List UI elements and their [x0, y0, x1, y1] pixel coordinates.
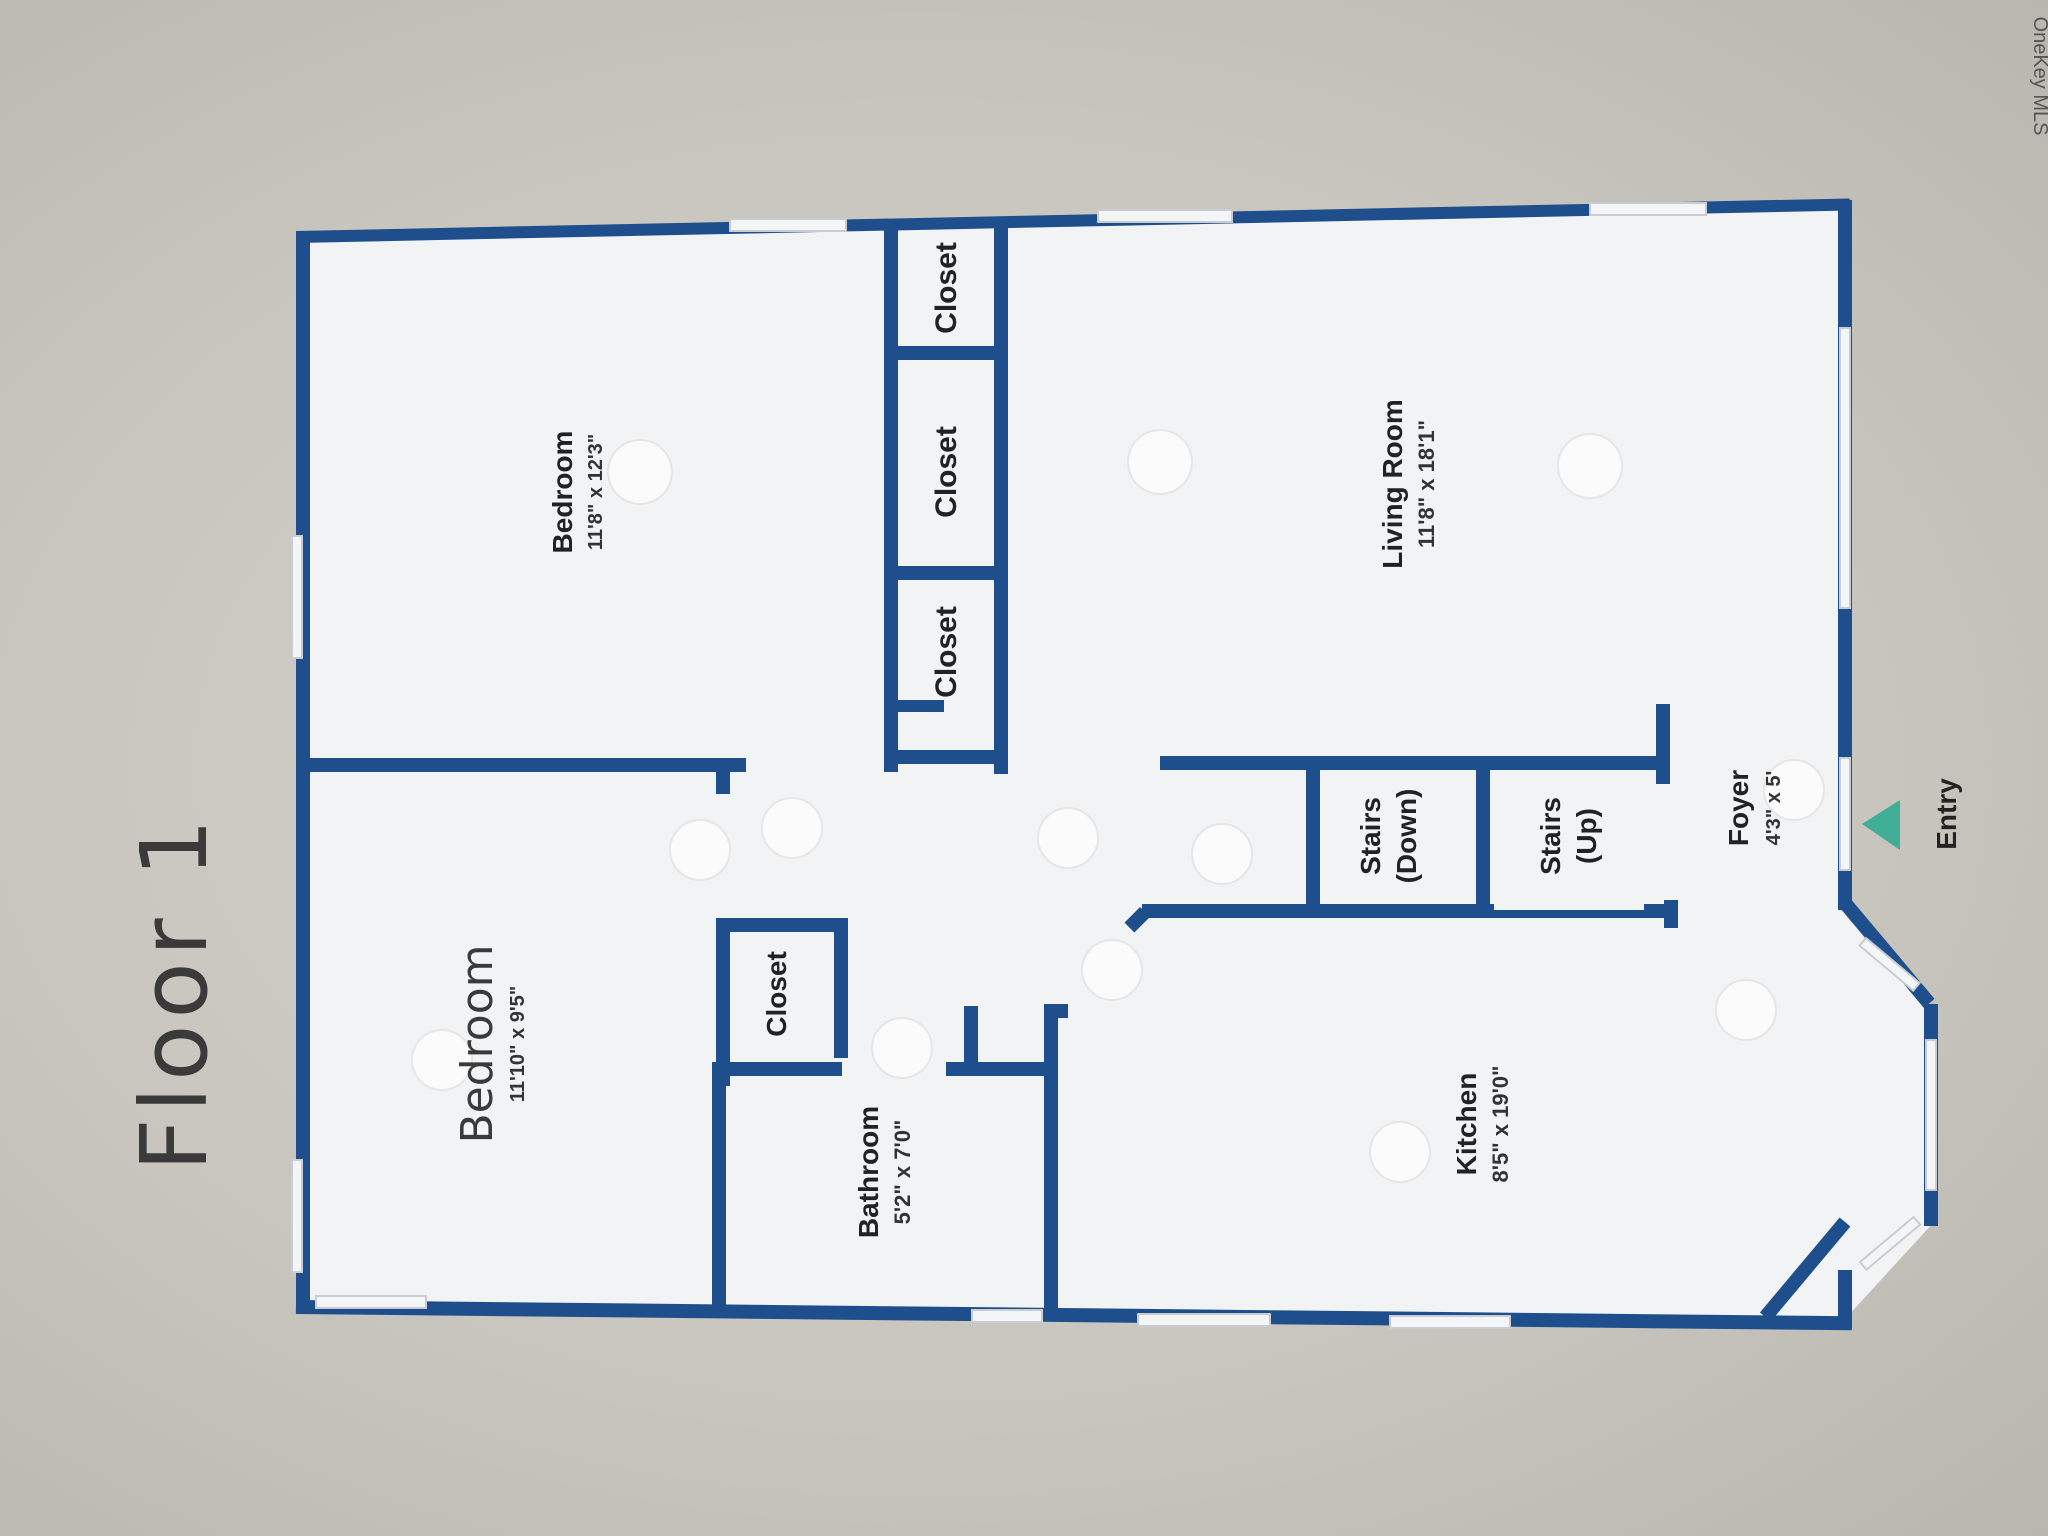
room-labels: Bedroom 11'8" x 12'3" Living Room 11'8" … [452, 242, 1785, 1238]
closet-label: Closet [930, 606, 963, 698]
light-fixture [761, 797, 823, 859]
stairs-up-line2: (Up) [1571, 808, 1602, 864]
room-dims-bedroom-top: 11'8" x 12'3" [585, 434, 607, 550]
entry-label: Entry [1931, 778, 1962, 850]
light-fixture [607, 439, 673, 505]
room-name-foyer: Foyer [1723, 770, 1754, 846]
room-name-living-room: Living Room [1377, 399, 1408, 569]
floor-title: Floor 1 [121, 813, 228, 1172]
light-fixture [411, 1029, 473, 1091]
closet-label: Closet [930, 426, 963, 518]
closet-label: Closet [761, 951, 792, 1037]
light-fixture [1081, 939, 1143, 1001]
light-fixture [1127, 429, 1193, 495]
watermark: OneKey MLS [2029, 17, 2048, 136]
doorway [1494, 904, 1644, 910]
room-name-kitchen: Kitchen [1451, 1073, 1482, 1176]
window [1839, 757, 1851, 871]
window [1389, 1315, 1511, 1329]
window [1839, 327, 1851, 609]
window [971, 1309, 1043, 1323]
light-fixture [1369, 1121, 1431, 1183]
closet-label: Closet [930, 242, 963, 334]
room-dims-living-room: 11'8" x 18'1" [1414, 420, 1439, 548]
window [315, 1295, 427, 1309]
light-fixture [1763, 759, 1825, 821]
stairs-down-line1: Stairs [1355, 797, 1386, 875]
window [291, 1159, 303, 1273]
room-name-bathroom: Bathroom [853, 1106, 884, 1238]
window [1858, 936, 1922, 993]
light-fixture [669, 819, 731, 881]
light-fixture [1191, 823, 1253, 885]
window [1137, 1313, 1271, 1327]
window [1925, 1039, 1937, 1191]
interior-walls [300, 225, 1678, 1312]
doorway [1011, 752, 1151, 766]
light-fixture [871, 1017, 933, 1079]
room-name-bedroom-top: Bedroom [547, 431, 578, 554]
window [291, 535, 303, 659]
window [1589, 202, 1707, 216]
windows [291, 202, 1937, 1329]
window [1097, 209, 1233, 223]
room-name-bedroom-bottom: Bedroom [452, 944, 503, 1143]
room-dims-bedroom-bottom: 11'10" x 9'5" [507, 986, 529, 1102]
ceiling-lights [411, 429, 1825, 1183]
light-fixture [1715, 979, 1777, 1041]
room-dims-bathroom: 5'2" x 7'0" [890, 1120, 915, 1225]
stairs-up-line1: Stairs [1535, 797, 1566, 875]
light-fixture [1037, 807, 1099, 869]
stairs-down-line2: (Down) [1391, 789, 1422, 884]
light-fixture [1557, 433, 1623, 499]
window [1858, 1215, 1922, 1272]
entry-marker-icon [1862, 800, 1900, 850]
window [729, 218, 847, 232]
room-dims-kitchen: 8'5" x 19'0" [1488, 1066, 1513, 1183]
room-dims-foyer: 4'3" x 5' [1763, 771, 1785, 846]
